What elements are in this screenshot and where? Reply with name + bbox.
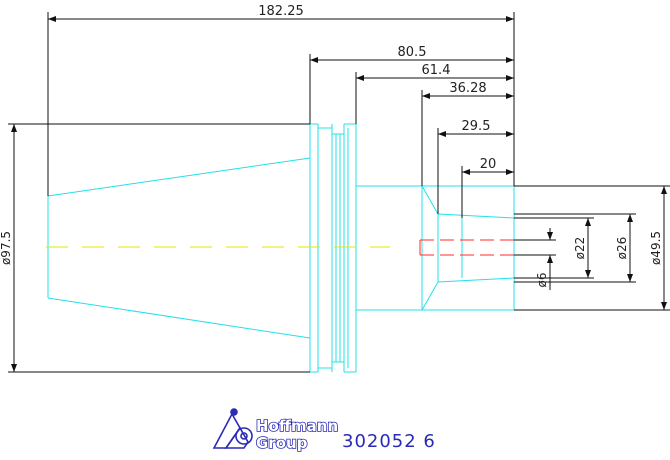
hoffmann-logo: Hoffmann Group	[212, 408, 339, 453]
dim-overall-length: 182.25	[258, 4, 304, 19]
dim-dia-6: ø6	[535, 273, 549, 288]
part-outline	[47, 123, 515, 373]
brand-group: Group	[256, 434, 308, 452]
hidden-bore	[419, 239, 514, 256]
arrowheads	[11, 16, 667, 372]
dim-dia-26: ø26	[615, 237, 629, 260]
dim-dia-97-5: ø97.5	[0, 231, 13, 265]
brand-name: Hoffmann	[256, 417, 338, 435]
dim-dia-49-5: ø49.5	[649, 231, 663, 265]
dim-36-28: 36.28	[449, 81, 486, 96]
dim-61-4: 61.4	[422, 63, 451, 78]
dim-20: 20	[480, 157, 497, 172]
dim-29-5: 29.5	[462, 119, 491, 134]
dim-80-5: 80.5	[398, 45, 427, 60]
logo-mark-icon	[212, 408, 253, 449]
part-number: 302052 6	[342, 431, 436, 452]
dimension-lines	[8, 12, 670, 373]
dim-dia-22: ø22	[573, 237, 587, 260]
